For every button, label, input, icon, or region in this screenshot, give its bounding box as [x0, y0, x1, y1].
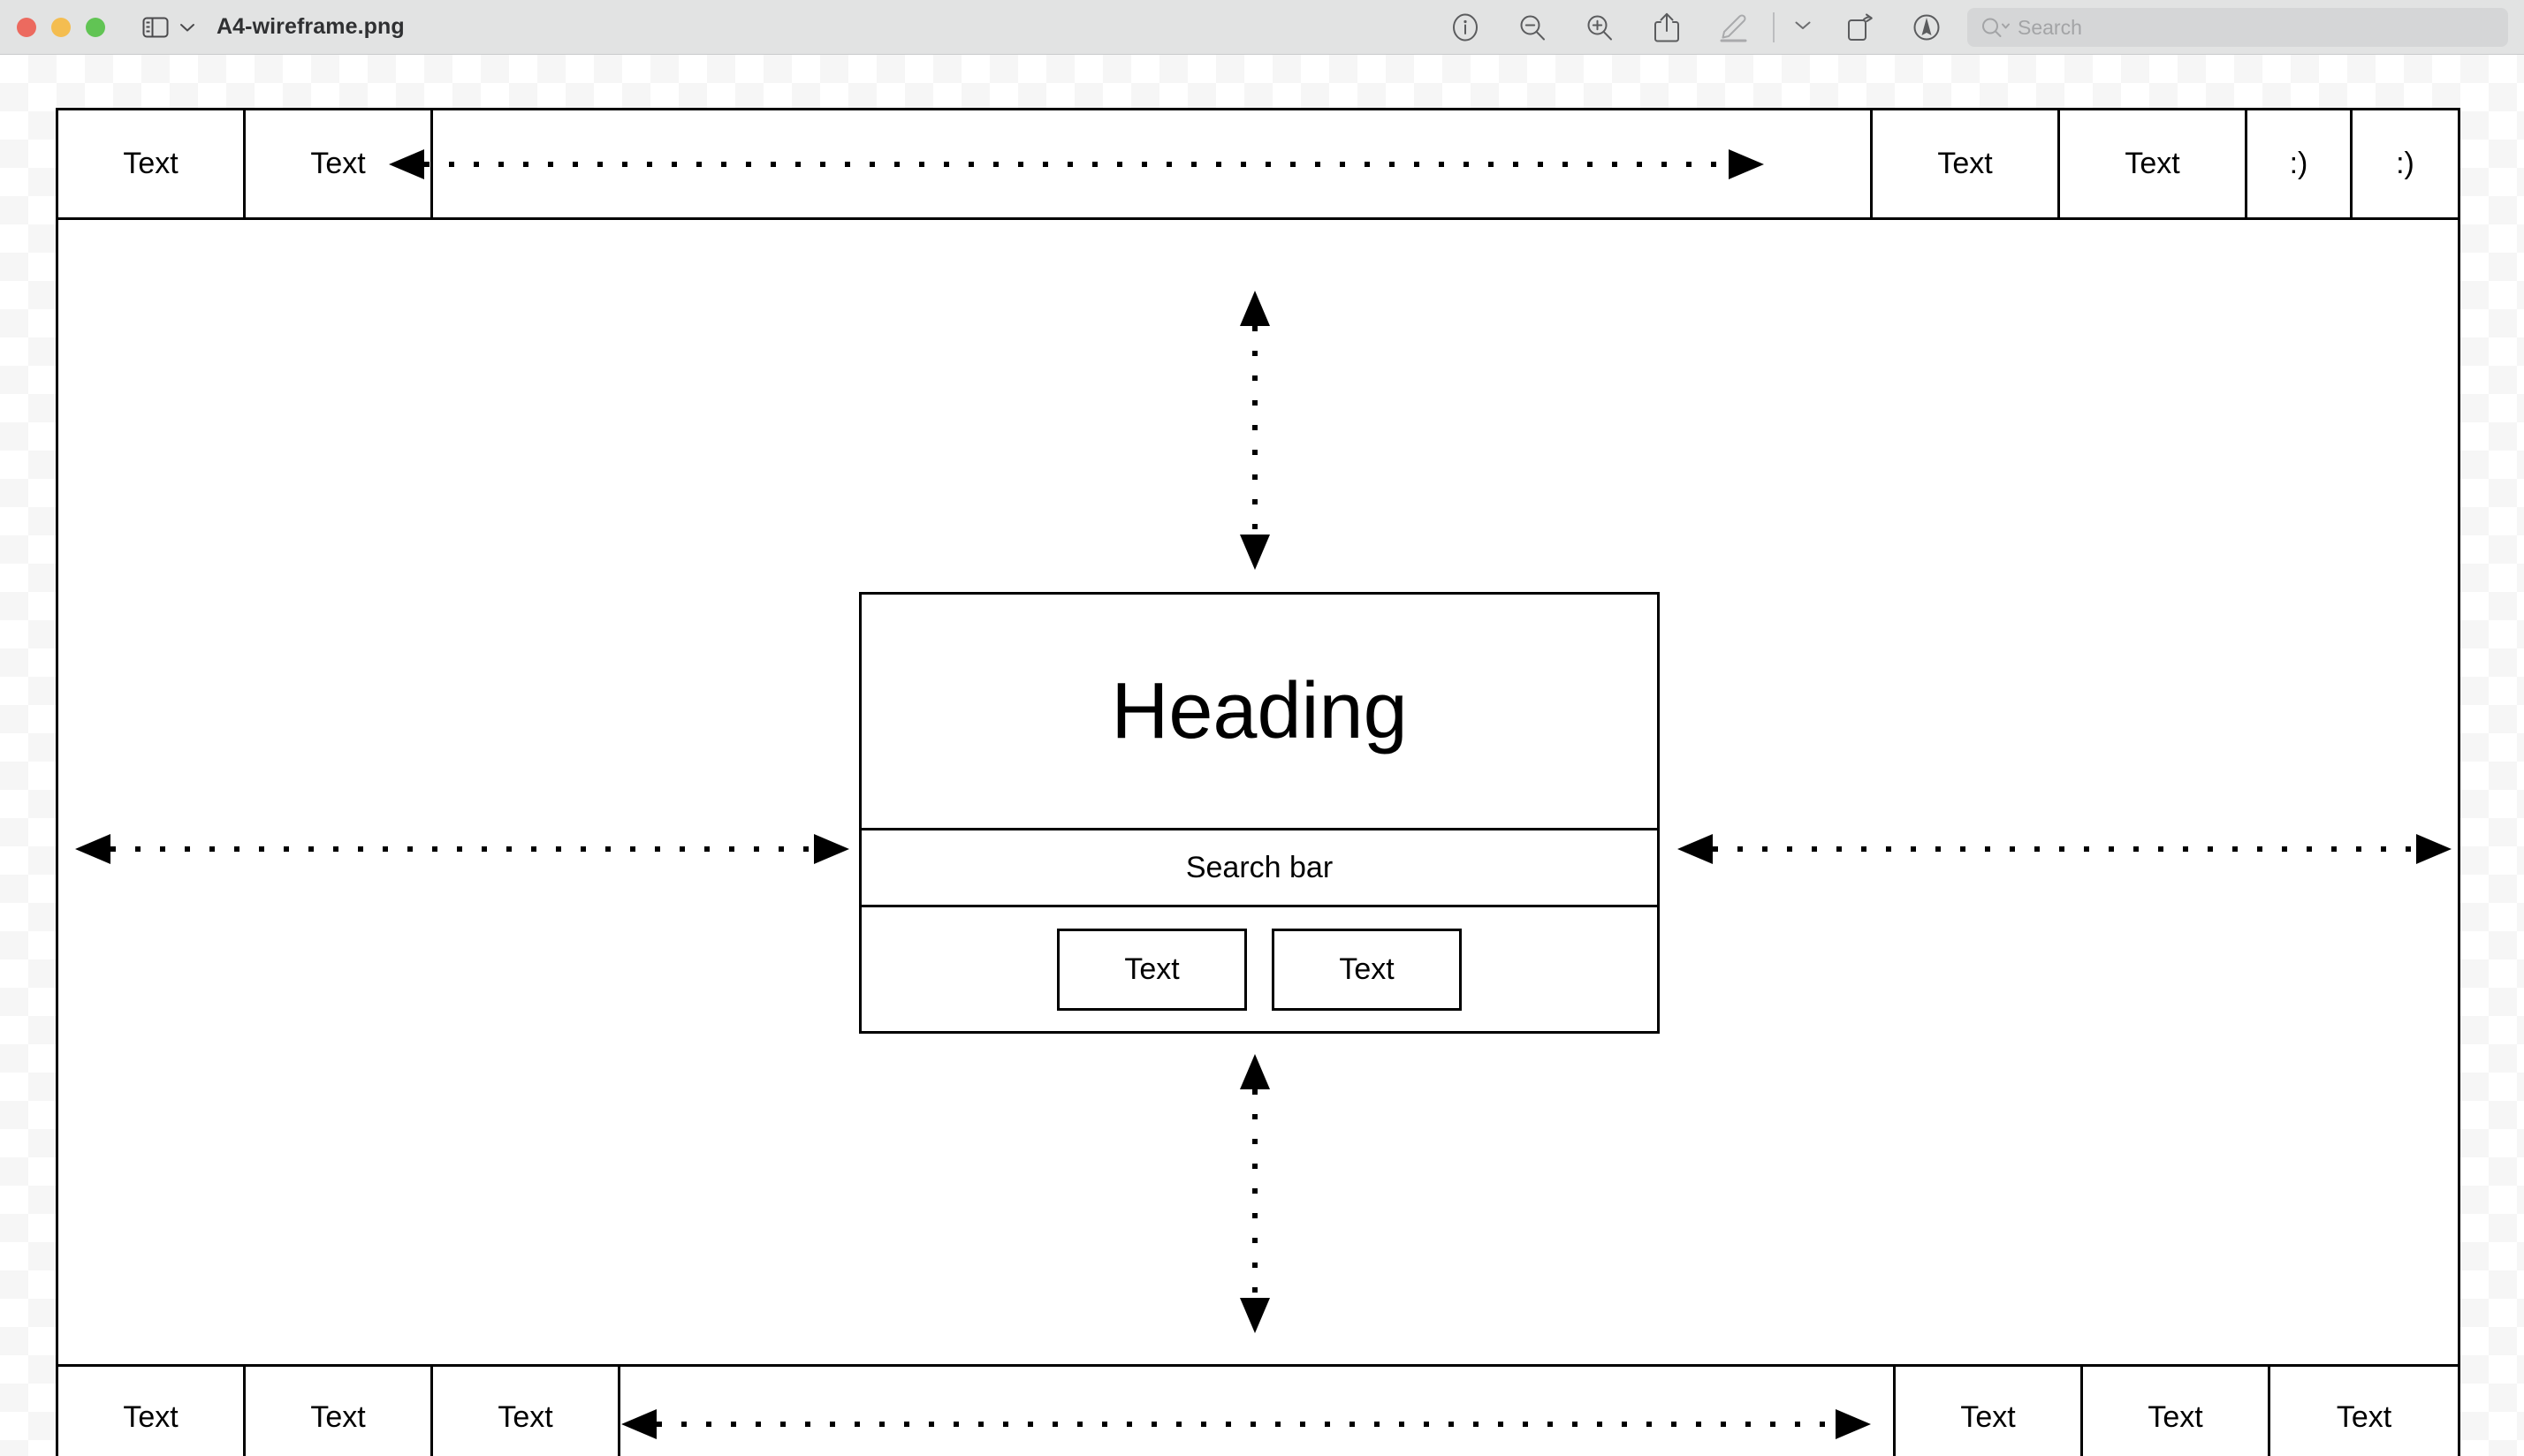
zoom-out-button[interactable]: [1499, 0, 1566, 55]
hero-button-label: Text: [1339, 952, 1395, 986]
nav-item-smiley-1[interactable]: :): [2247, 110, 2353, 217]
nav-item-label: :): [2289, 147, 2308, 180]
footer-spacer-cell: [620, 1367, 1896, 1456]
nav-item-label: :): [2396, 147, 2414, 180]
footer-item-label: Text: [310, 1399, 366, 1434]
maximize-button[interactable]: [86, 17, 105, 37]
annotate-button[interactable]: [1893, 0, 1960, 55]
hero-button-label: Text: [1124, 952, 1180, 986]
footer-item-4[interactable]: Text: [1896, 1367, 2083, 1456]
toolbar: Search: [1432, 0, 2524, 55]
hero-search-bar[interactable]: Search bar: [862, 828, 1657, 907]
hero-right-margin-arrow: [1676, 828, 2453, 870]
nav-item-label: Text: [2125, 147, 2180, 180]
nav-item-label: Text: [310, 147, 366, 180]
chevron-down-icon: [179, 22, 195, 33]
hero-bottom-margin-arrow: [1234, 1052, 1276, 1335]
wireframe-navbar: Text Text Text Text :) :): [56, 108, 2460, 220]
footer-item-2[interactable]: Text: [246, 1367, 433, 1456]
footer-item-5[interactable]: Text: [2083, 1367, 2270, 1456]
document-title: A4-wireframe.png: [217, 14, 405, 39]
nav-item-label: Text: [123, 147, 179, 180]
markup-pen-icon: [1718, 12, 1750, 42]
hero-button-1[interactable]: Text: [1057, 928, 1247, 1011]
footer-spacer-arrow: [620, 1403, 1873, 1445]
hero-left-margin-arrow: [73, 828, 851, 870]
markup-options-button[interactable]: [1780, 0, 1826, 55]
zoom-in-button[interactable]: [1566, 0, 1633, 55]
wireframe-footer: Text Text Text Text Text Text: [56, 1364, 2460, 1456]
hero-top-margin-arrow: [1234, 289, 1276, 572]
hero-card: Heading Search bar Text Text: [859, 592, 1660, 1034]
info-icon: [1450, 12, 1480, 42]
nav-spacer-cell: [433, 110, 1873, 217]
close-button[interactable]: [17, 17, 36, 37]
footer-item-label: Text: [498, 1399, 553, 1434]
rotate-icon: [1844, 12, 1874, 42]
traffic-lights: [17, 17, 105, 37]
chevron-down-icon: [1794, 19, 1812, 35]
sidebar-toggle-button[interactable]: [142, 16, 195, 39]
nav-item-1[interactable]: Text: [58, 110, 246, 217]
minimize-button[interactable]: [51, 17, 71, 37]
nav-item-smiley-2[interactable]: :): [2353, 110, 2458, 217]
footer-item-label: Text: [123, 1399, 179, 1434]
window-titlebar: A4-wireframe.png: [0, 0, 2524, 55]
search-placeholder: Search: [2018, 15, 2082, 39]
nav-item-3[interactable]: Text: [1873, 110, 2060, 217]
sidebar-icon: [142, 16, 169, 39]
zoom-in-icon: [1585, 12, 1615, 42]
footer-item-label: Text: [2336, 1399, 2392, 1434]
navbar-spacer-arrow: [387, 143, 1766, 186]
footer-item-label: Text: [1960, 1399, 2016, 1434]
info-button[interactable]: [1432, 0, 1499, 55]
share-icon: [1653, 11, 1681, 43]
footer-item-3[interactable]: Text: [433, 1367, 620, 1456]
hero-button-2[interactable]: Text: [1272, 928, 1462, 1011]
zoom-out-icon: [1517, 12, 1547, 42]
share-button[interactable]: [1633, 0, 1700, 55]
rotate-button[interactable]: [1826, 0, 1893, 55]
nav-item-2[interactable]: Text: [246, 110, 433, 217]
search-icon: [1981, 17, 2010, 38]
nav-item-4[interactable]: Text: [2060, 110, 2247, 217]
page-title: Heading: [1111, 667, 1408, 755]
hero-actions: Text Text: [862, 907, 1657, 1031]
image-canvas[interactable]: Text Text Text Text :) :): [0, 55, 2524, 1456]
annotate-icon: [1912, 12, 1942, 42]
wireframe-page: Text Text Text Text :) :): [56, 108, 2460, 1456]
footer-item-6[interactable]: Text: [2270, 1367, 2458, 1456]
wireframe-body: [56, 220, 2460, 1364]
markup-button[interactable]: [1700, 0, 1768, 55]
footer-item-label: Text: [2148, 1399, 2203, 1434]
search-input[interactable]: Search: [1967, 8, 2508, 47]
toolbar-divider: [1773, 12, 1775, 42]
nav-item-label: Text: [1937, 147, 1993, 180]
footer-item-1[interactable]: Text: [58, 1367, 246, 1456]
